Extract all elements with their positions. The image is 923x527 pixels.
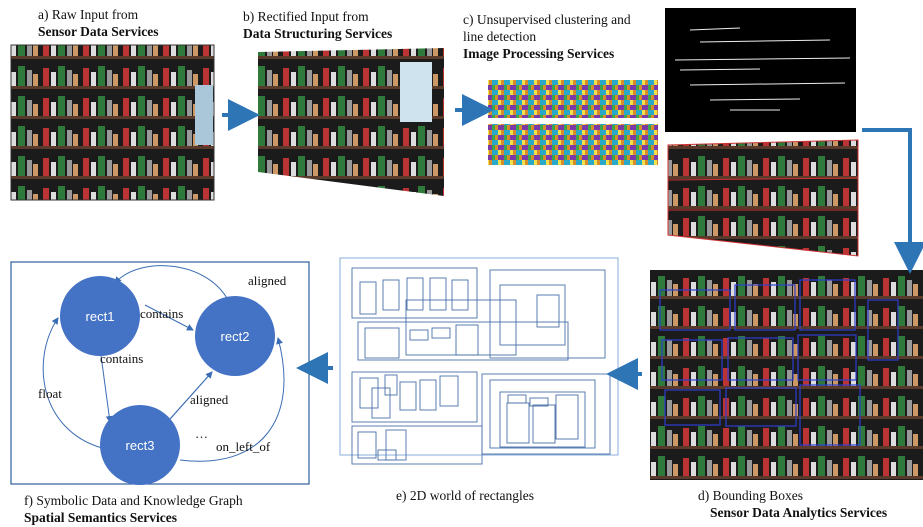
arrow-c-to-d: [862, 128, 923, 274]
node-rect2-label: rect2: [221, 329, 250, 344]
caption-b-line1: b) Rectified Input from: [243, 9, 369, 24]
node-rect3-label: rect3: [126, 438, 155, 453]
edge-label-aligned-top: aligned: [248, 273, 287, 288]
bounding-boxes-image: [650, 270, 923, 480]
caption-b-service: Data Structuring Services: [243, 26, 393, 41]
caption-a-service: Sensor Data Services: [38, 24, 159, 39]
caption-a-line1: a) Raw Input from: [38, 7, 139, 22]
caption-c-service: Image Processing Services: [463, 46, 615, 61]
caption-e-line1: e) 2D world of rectangles: [396, 488, 534, 503]
pipeline-arrows: [222, 94, 923, 390]
edge-label-on-left-of: on_left_of: [216, 439, 271, 454]
caption-e: e) 2D world of rectangles: [396, 487, 534, 504]
node-rect1: rect1: [60, 276, 140, 356]
rectified-input-image: [258, 48, 444, 196]
caption-d-line1: d) Bounding Boxes: [698, 488, 804, 503]
caption-d-service: Sensor Data Analytics Services: [710, 505, 888, 520]
caption-c-line2: line detection: [463, 29, 537, 44]
caption-c-line1: c) Unsupervised clustering and: [463, 12, 631, 27]
line-detection-image: [665, 8, 856, 132]
raw-input-image: [10, 44, 215, 201]
shelf-lines-image: [667, 139, 859, 257]
node-rect3: rect3: [100, 405, 180, 485]
edge-label-contains-1: contains: [140, 306, 183, 321]
caption-a: a) Raw Input from Sensor Data Services: [38, 6, 159, 40]
caption-f-line1: f) Symbolic Data and Knowledge Graph: [24, 493, 243, 508]
edge-label-ellipsis: …: [195, 426, 208, 441]
caption-d: d) Bounding Boxes Sensor Data Analytics …: [698, 487, 887, 521]
edge-label-aligned: aligned: [190, 392, 229, 407]
clustering-image: [488, 80, 658, 165]
rectangles-world: [339, 257, 619, 465]
caption-b: b) Rectified Input from Data Structuring…: [243, 8, 392, 42]
node-rect2: rect2: [195, 296, 275, 376]
edge-label-float: float: [38, 386, 62, 401]
graph-edges: [42, 265, 285, 462]
edge-label-contains-2: contains: [100, 351, 143, 366]
caption-f: f) Symbolic Data and Knowledge Graph Spa…: [24, 492, 243, 526]
caption-c: c) Unsupervised clustering and line dete…: [463, 11, 631, 62]
caption-f-service: Spatial Semantics Services: [24, 510, 177, 525]
node-rect1-label: rect1: [86, 309, 115, 324]
